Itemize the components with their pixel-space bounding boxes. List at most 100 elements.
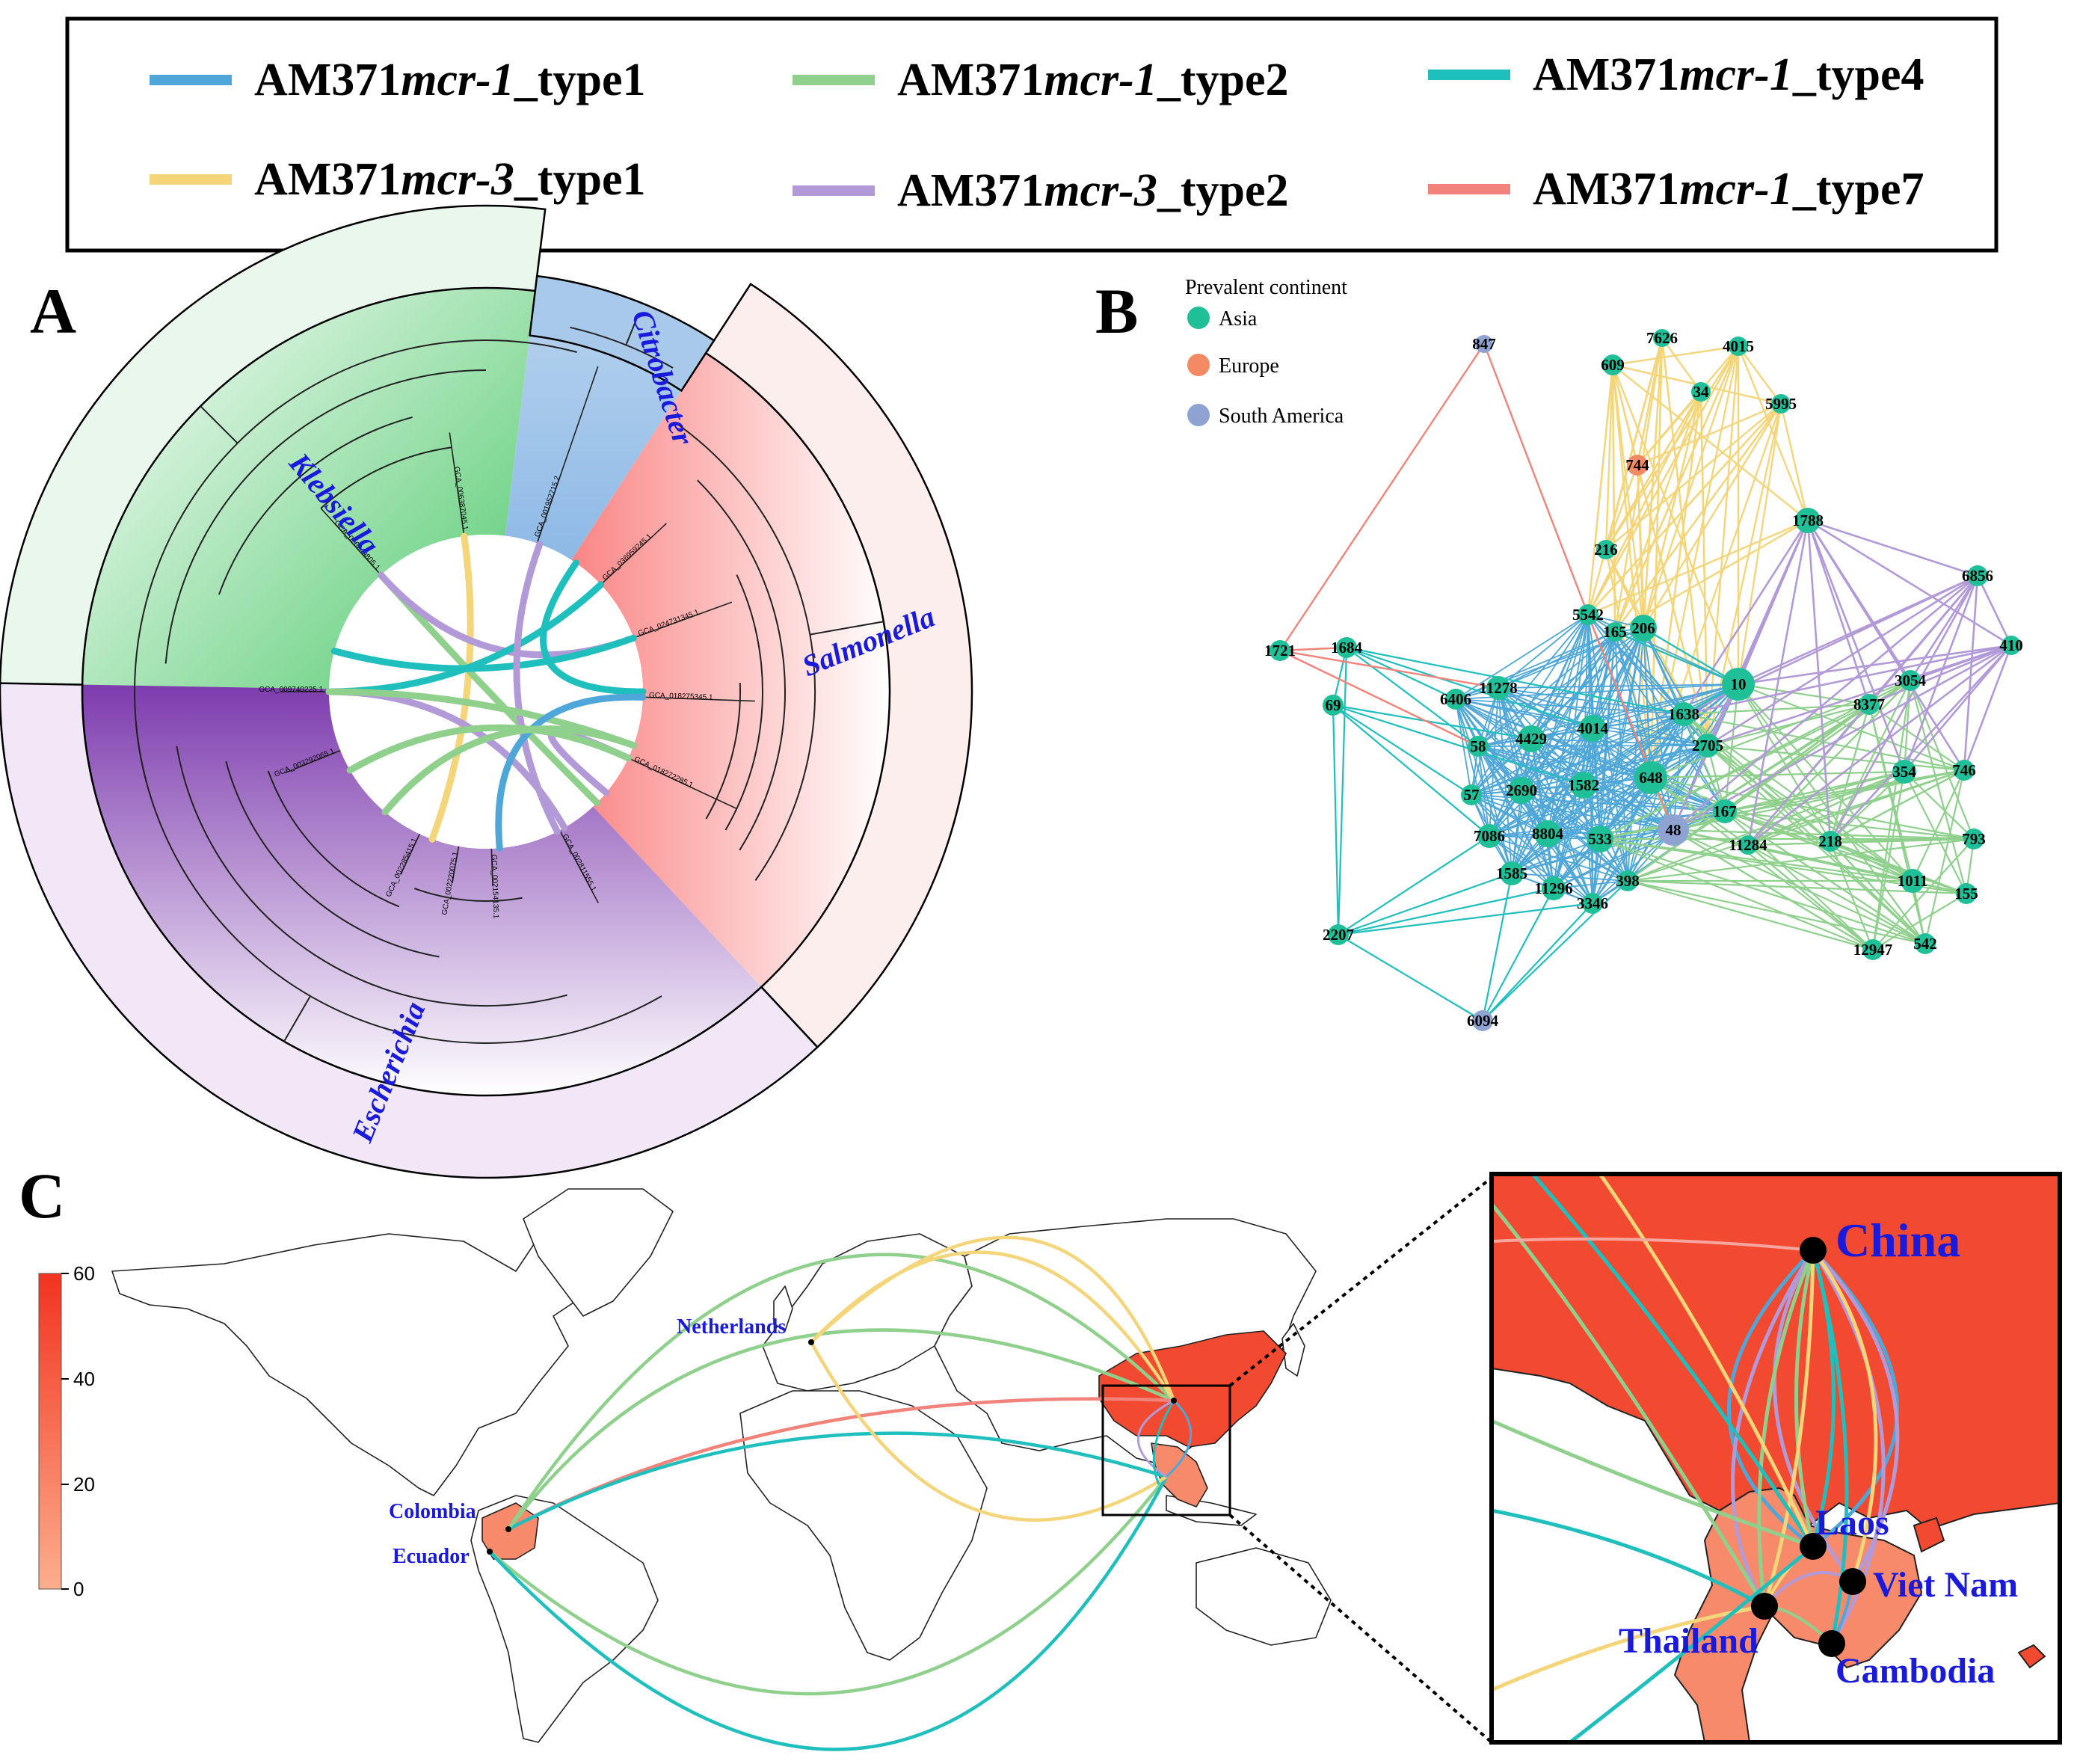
network-edge (1807, 519, 2012, 647)
network-edge (1530, 683, 1739, 740)
network-node: 12947 (1853, 939, 1892, 960)
network-edge (1471, 728, 1593, 796)
network-edge (1661, 337, 1702, 393)
flow-arc (1152, 1400, 1175, 1485)
landmass-australia (1196, 1547, 1332, 1646)
network-edge (1471, 683, 1739, 796)
node-circle (1477, 824, 1501, 848)
inset-point-thailand (1751, 1593, 1778, 1620)
node-circle (1771, 394, 1791, 414)
node-circle (1486, 676, 1510, 700)
inset-arc (1598, 1174, 1815, 1548)
network-edge (1346, 647, 1479, 747)
network-edge (1599, 838, 1874, 951)
network-edge (1489, 745, 1708, 837)
network-edge (1747, 520, 1809, 846)
node-circle (1653, 329, 1671, 347)
network-node: 1582 (1568, 772, 1599, 799)
network-node: 5995 (1765, 394, 1797, 414)
network-edge (1498, 683, 1739, 689)
network-edge (1338, 872, 1513, 936)
node-label: 1721 (1264, 642, 1296, 660)
map-label-colombia: Colombia (389, 1500, 476, 1523)
node-label: 542 (1913, 935, 1937, 953)
network-edge (1963, 575, 1979, 771)
network-edge (1592, 829, 1674, 904)
inset-arc (1762, 1250, 1815, 1607)
network-edge (1337, 647, 1348, 935)
node-label: 8377 (1853, 695, 1885, 713)
network-edge (1642, 391, 1702, 629)
network-edge (1650, 777, 1749, 846)
network-node: 609 (1601, 354, 1625, 375)
legend-item-mcr1-type2: AM371mcr-1_type2 (793, 55, 1288, 105)
tree-tip (600, 523, 667, 586)
network-node: 3346 (1577, 893, 1608, 914)
network-edge (1830, 840, 1926, 944)
node-circle (1795, 508, 1821, 533)
node-label: 3054 (1895, 672, 1927, 689)
node-label: 744 (1625, 456, 1649, 474)
tree-branch (200, 405, 239, 444)
network-edge (1498, 614, 1589, 689)
network-edge (1806, 520, 1906, 772)
node-label: 746 (1952, 761, 1976, 779)
node-label: 6856 (1962, 567, 1993, 585)
tree-branch (697, 479, 786, 851)
tree-branch (320, 446, 452, 509)
node-label: 34 (1693, 383, 1710, 401)
legend-label: AM371mcr-1_type2 (897, 55, 1288, 105)
node-label: 58 (1471, 737, 1486, 755)
network-edge (1455, 698, 1601, 840)
node-circle (1634, 761, 1667, 794)
phylo-links (325, 532, 647, 852)
leaf-label: GCA_002154135.1 (490, 855, 500, 919)
continent-swatch-asia (1187, 307, 1210, 329)
legend-label: AM371mcr-1_type1 (254, 55, 645, 105)
inset-label-thailand: Thailand (1619, 1621, 1758, 1661)
node-circle (1617, 870, 1638, 891)
node-circle (1582, 893, 1603, 914)
network-edge (1477, 746, 1513, 874)
colorbar-tick: 20 (73, 1473, 95, 1496)
network-node: 6406 (1440, 689, 1471, 710)
network-node: 648 (1634, 761, 1667, 794)
legend-label: AM371mcr-1_type4 (1533, 49, 1924, 100)
colorbar-gradient (38, 1273, 62, 1590)
network-edge (1489, 784, 1584, 837)
legend-label: AM371mcr-3_type2 (897, 165, 1288, 216)
network-edge (1627, 769, 1965, 882)
network-edge (1724, 810, 1913, 882)
network-edge (1279, 649, 1479, 748)
map-point-ecuador (487, 1549, 493, 1555)
node-label: 11278 (1479, 679, 1517, 697)
node-circle (1534, 820, 1561, 847)
node-circle (1862, 939, 1883, 960)
network-node: 58 (1468, 736, 1489, 757)
network-edge (1613, 391, 1702, 633)
node-circle (1468, 736, 1489, 757)
inset-arc (1811, 1250, 1849, 1644)
network-edge (1482, 903, 1593, 1021)
tree-branch (625, 316, 639, 345)
network-edge (1599, 704, 1870, 840)
node-circle (1627, 455, 1648, 476)
inset-label-cambodia: Cambodia (1836, 1651, 1995, 1691)
tree-branch (267, 770, 400, 908)
network-node: 155 (1954, 883, 1978, 904)
network-edge (1627, 680, 1911, 882)
landmass-africa (739, 1390, 988, 1661)
network-edge (1738, 683, 1870, 706)
flow-arc (1165, 1399, 1193, 1478)
network-node: 1721 (1264, 640, 1296, 661)
node-circle (1475, 335, 1493, 353)
tree-branch (724, 574, 763, 831)
network-edge (1489, 811, 1726, 837)
node-label: 4429 (1516, 730, 1547, 748)
network-edge (1338, 902, 1593, 936)
network-edge (1511, 745, 1708, 874)
network-edge (1521, 790, 1674, 831)
panel-c-letter: C (19, 1160, 65, 1232)
network-node: 4429 (1516, 725, 1547, 752)
network-edge (1511, 838, 1601, 874)
